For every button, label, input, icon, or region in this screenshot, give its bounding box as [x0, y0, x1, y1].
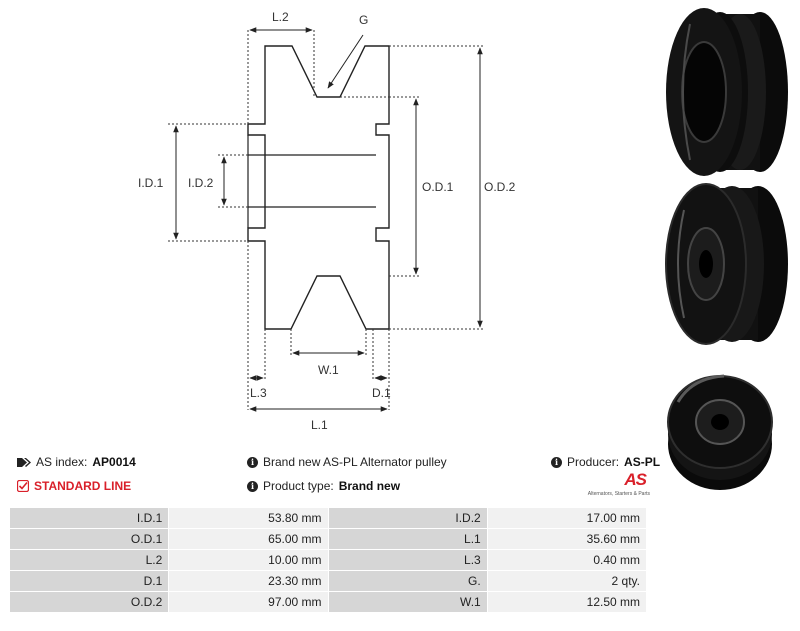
label-id2: I.D.2 [188, 176, 214, 190]
product-type-row: i Product type: Brand new [247, 479, 400, 493]
product-type-value: Brand new [338, 479, 401, 493]
logo-mark: AS [624, 470, 647, 489]
spec-value: 35.60 mm [486, 528, 648, 550]
standard-line-label: STANDARD LINE [34, 479, 132, 493]
info-icon: i [247, 456, 258, 468]
product-type-label: Product type: [263, 479, 334, 493]
label-d1: D.1 [372, 386, 391, 400]
label-w1: W.1 [318, 363, 339, 377]
spec-label: I.D.2 [327, 507, 488, 529]
pulley-photo-front [667, 374, 773, 490]
label-l2: L.2 [272, 10, 289, 24]
spec-label: I.D.1 [8, 507, 170, 529]
as-index-value: AP0014 [92, 455, 136, 469]
spec-label: O.D.2 [8, 591, 170, 613]
label-od1: O.D.1 [422, 180, 454, 194]
description-row: i Brand new AS-PL Alternator pulley [247, 455, 447, 469]
spec-value: 10.00 mm [168, 549, 329, 571]
pulley-profile [247, 45, 390, 330]
pulley-photo-side [666, 8, 788, 176]
label-g: G [359, 13, 368, 27]
spec-label: D.1 [8, 570, 170, 592]
label-id1: I.D.1 [138, 176, 164, 190]
producer-value: AS-PL [624, 455, 661, 469]
spec-value: 0.40 mm [486, 549, 648, 571]
as-index-row: AS index: AP0014 [17, 455, 136, 469]
info-icon: i [551, 456, 562, 468]
label-od2: O.D.2 [484, 180, 516, 194]
logo-tagline: Alternators, Starters & Parts [587, 491, 650, 497]
description-text: Brand new AS-PL Alternator pulley [263, 455, 447, 469]
spec-label: L.2 [8, 549, 170, 571]
spec-value: 23.30 mm [168, 570, 329, 592]
tag-icon [17, 457, 31, 467]
spec-value: 65.00 mm [168, 528, 329, 550]
as-index-label: AS index: [36, 455, 88, 469]
checkbox-checked-icon [17, 480, 29, 492]
spec-value: 97.00 mm [168, 591, 329, 613]
spec-value: 2 qty. [486, 570, 648, 592]
label-l1: L.1 [311, 418, 328, 432]
producer-label: Producer: [567, 455, 620, 469]
spec-label: W.1 [327, 591, 488, 613]
spec-label: O.D.1 [8, 528, 170, 550]
pulley-photo-angle [665, 183, 788, 345]
info-icon: i [247, 480, 258, 492]
producer-row: i Producer: AS-PL [551, 455, 660, 469]
standard-line-row: STANDARD LINE [17, 479, 131, 493]
label-l3: L.3 [250, 386, 267, 400]
spec-label: G. [327, 570, 488, 592]
spec-label: L.3 [327, 549, 488, 571]
spec-value: 12.50 mm [486, 591, 648, 613]
spec-value: 17.00 mm [486, 507, 648, 529]
spec-value: 53.80 mm [168, 507, 329, 529]
as-pl-logo: AS Alternators, Starters & Parts [582, 470, 650, 500]
spec-label: L.1 [327, 528, 488, 550]
